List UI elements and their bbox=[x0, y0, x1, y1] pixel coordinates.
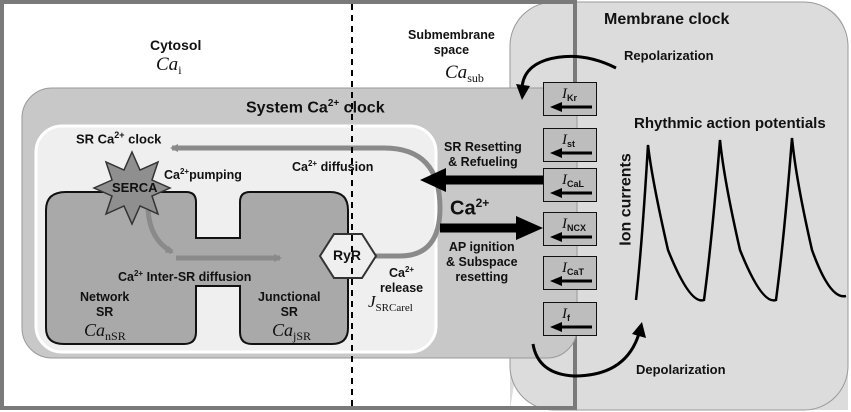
pumping-arrow bbox=[145, 209, 174, 255]
diffusion-loop-arrow bbox=[170, 144, 443, 259]
ion-current-box: INCX bbox=[543, 212, 597, 246]
depolarization-arc bbox=[531, 329, 642, 378]
ion-current-label: IKr bbox=[562, 86, 578, 103]
ion-current-label: INCX bbox=[562, 216, 587, 233]
submembrane-variable: Casub bbox=[445, 62, 484, 85]
ion-current-label: ICaT bbox=[562, 260, 585, 277]
ion-current-box: ICaT bbox=[543, 256, 597, 290]
system-clock-title: System Ca2+ clock bbox=[246, 98, 385, 117]
serca-label: SERCA bbox=[112, 180, 158, 195]
ion-current-label: If bbox=[562, 306, 570, 323]
ion-current-box: If bbox=[543, 302, 597, 336]
cytosol-variable: Cai bbox=[156, 54, 182, 77]
pumping-label: Ca2+pumping bbox=[164, 167, 242, 183]
resetting-label: SR Resetting& Refueling bbox=[444, 140, 522, 169]
cytosol-label: Cytosol bbox=[150, 37, 202, 53]
repolarization-label: Repolarization bbox=[624, 48, 714, 63]
current-arrow-icon bbox=[550, 102, 592, 112]
current-arrow-icon bbox=[550, 188, 592, 198]
sr-compartment bbox=[45, 191, 349, 345]
ion-current-label: ICaL bbox=[562, 172, 585, 189]
sr-clock-title: SR Ca2+ clock bbox=[76, 130, 162, 147]
rhythmic-ap-label: Rhythmic action potentials bbox=[634, 115, 826, 132]
repolarization-arc bbox=[520, 54, 617, 91]
network-sr-variable: CanSR bbox=[84, 320, 126, 343]
ion-current-box: IKr bbox=[543, 82, 597, 116]
current-arrow-icon bbox=[550, 276, 592, 286]
release-label: Ca2+release bbox=[380, 265, 424, 296]
junctional-sr-variable: CajSR bbox=[272, 320, 312, 343]
diffusion-label: Ca2+ diffusion bbox=[292, 159, 374, 175]
current-arrow-icon bbox=[550, 232, 592, 242]
depolarization-label: Depolarization bbox=[636, 362, 726, 377]
ion-current-box: ICaL bbox=[543, 168, 597, 202]
ion-current-box: Ist bbox=[543, 128, 597, 162]
action-potential-trace bbox=[634, 137, 847, 302]
ion-current-label: Ist bbox=[562, 132, 576, 149]
ryr-label: RyR bbox=[333, 247, 362, 263]
release-flux-variable: JSRCarel bbox=[368, 292, 413, 314]
ryr-hexagon bbox=[318, 233, 378, 279]
membrane-clock-title: Membrane clock bbox=[604, 11, 730, 28]
serca-star bbox=[92, 150, 172, 226]
current-arrow-icon bbox=[550, 322, 592, 332]
ion-currents-label: Ion currents bbox=[617, 153, 635, 246]
inter-sr-label: Ca2+ Inter-SR diffusion bbox=[118, 269, 252, 285]
ca-flux-label: Ca2+ bbox=[450, 196, 490, 220]
current-arrow-icon bbox=[550, 148, 592, 158]
